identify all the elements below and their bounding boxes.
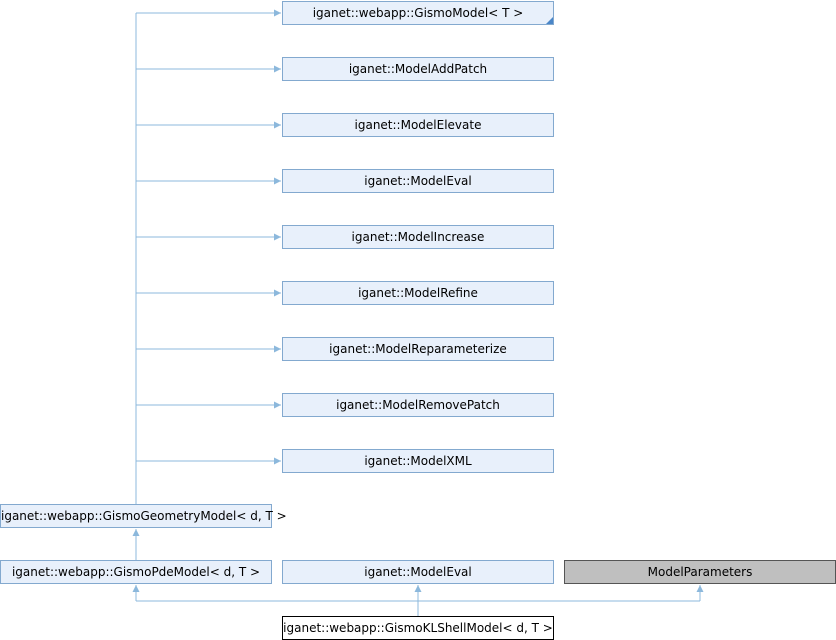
edge-arrow bbox=[274, 177, 281, 185]
edge-arrow bbox=[274, 401, 281, 409]
node-model-increase[interactable]: iganet::ModelIncrease bbox=[282, 225, 554, 249]
edge-arrow bbox=[696, 585, 704, 592]
node-model-reparameterize[interactable]: iganet::ModelReparameterize bbox=[282, 337, 554, 361]
edge-arrow bbox=[274, 289, 281, 297]
edge-arrow bbox=[274, 345, 281, 353]
node-model-eval-top[interactable]: iganet::ModelEval bbox=[282, 169, 554, 193]
node-model-parameters: ModelParameters bbox=[564, 560, 836, 584]
edge-arrow bbox=[274, 121, 281, 129]
edge-arrow bbox=[274, 457, 281, 465]
node-model-eval-bottom[interactable]: iganet::ModelEval bbox=[282, 560, 554, 584]
edge-arrow bbox=[274, 9, 281, 17]
edge-arrow bbox=[274, 233, 281, 241]
node-model-remove-patch[interactable]: iganet::ModelRemovePatch bbox=[282, 393, 554, 417]
edge-arrow bbox=[274, 65, 281, 73]
edge-arrow bbox=[132, 529, 140, 536]
edge-arrow bbox=[132, 585, 140, 592]
node-model-xml[interactable]: iganet::ModelXML bbox=[282, 449, 554, 473]
node-model-elevate[interactable]: iganet::ModelElevate bbox=[282, 113, 554, 137]
node-model-refine[interactable]: iganet::ModelRefine bbox=[282, 281, 554, 305]
node-gismo-kl-shell-model: iganet::webapp::GismoKLShellModel< d, T … bbox=[282, 616, 554, 640]
node-gismo-pde-model[interactable]: iganet::webapp::GismoPdeModel< d, T > bbox=[0, 560, 272, 584]
node-gismo-model[interactable]: iganet::webapp::GismoModel< T > bbox=[282, 1, 554, 25]
node-model-add-patch[interactable]: iganet::ModelAddPatch bbox=[282, 57, 554, 81]
edge-arrow bbox=[414, 585, 422, 592]
node-gismo-geometry-model[interactable]: iganet::webapp::GismoGeometryModel< d, T… bbox=[0, 504, 287, 528]
